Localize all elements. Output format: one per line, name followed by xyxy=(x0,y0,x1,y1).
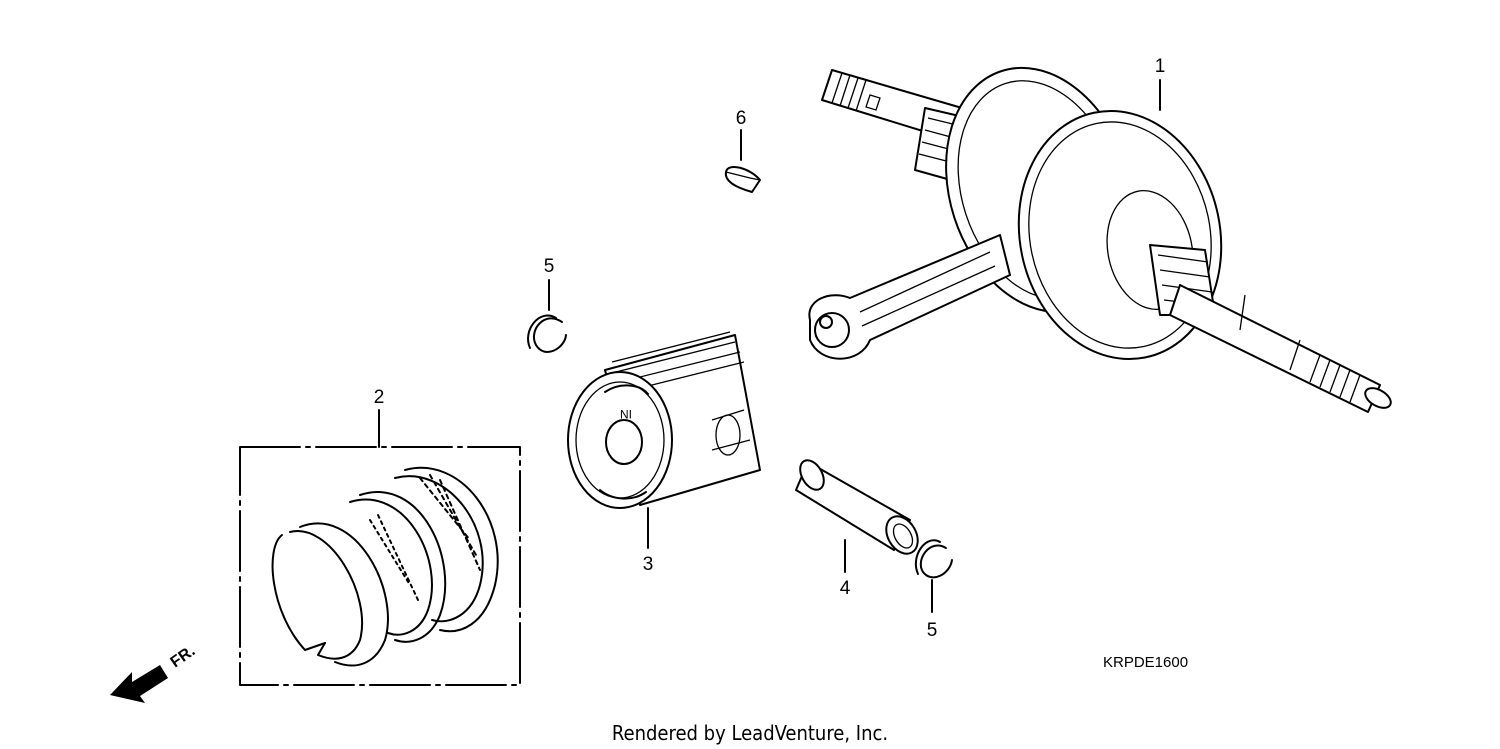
front-direction-arrow: FR. xyxy=(110,643,198,703)
callout-4: 4 xyxy=(840,578,851,599)
piston-pin-clip-top[interactable] xyxy=(527,314,567,353)
callout-1: 1 xyxy=(1155,56,1166,77)
piston-mark: IN xyxy=(620,407,632,421)
callout-6: 6 xyxy=(736,108,747,129)
woodruff-key[interactable] xyxy=(724,165,761,193)
callout-5-bottom: 5 xyxy=(927,620,938,641)
callout-5-top: 5 xyxy=(544,256,555,277)
callout-3: 3 xyxy=(643,554,654,575)
piston-pin-clip-bottom[interactable] xyxy=(915,539,953,579)
crankshaft-assembly[interactable] xyxy=(808,43,1394,413)
piston-pin[interactable] xyxy=(795,456,924,559)
piston[interactable]: IN xyxy=(567,331,761,509)
footer-credit: Rendered by LeadVenture, Inc. xyxy=(612,721,888,745)
front-direction-label: FR. xyxy=(168,643,199,672)
callout-2: 2 xyxy=(374,387,385,408)
diagram-code: KRPDE1600 xyxy=(1103,654,1188,671)
piston-ring-set[interactable] xyxy=(239,446,521,686)
